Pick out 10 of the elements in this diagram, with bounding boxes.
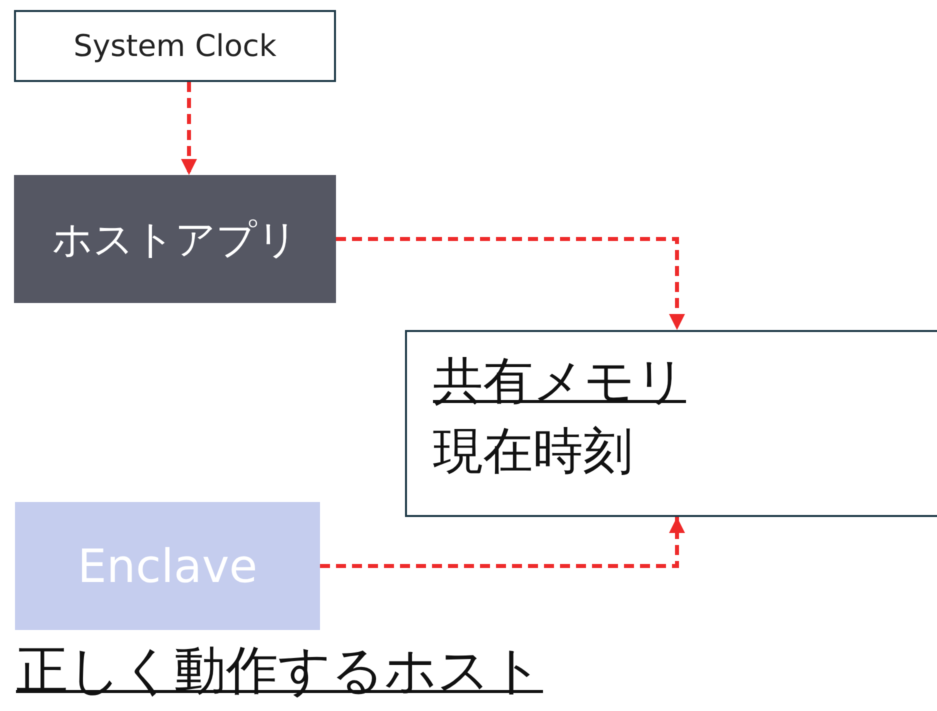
caption: 正しく動作するホスト <box>16 640 543 703</box>
memory-box <box>405 330 937 517</box>
arrow <box>320 517 685 568</box>
heading: 共有メモリ <box>433 351 686 412</box>
arrow <box>336 237 685 330</box>
app-box: ホストアプリ <box>14 175 336 303</box>
enclave-box: Enclave <box>15 502 320 630</box>
clock-box: System Clock <box>14 10 336 82</box>
arrow <box>181 82 197 175</box>
body-text: 現在時刻 <box>433 421 633 482</box>
